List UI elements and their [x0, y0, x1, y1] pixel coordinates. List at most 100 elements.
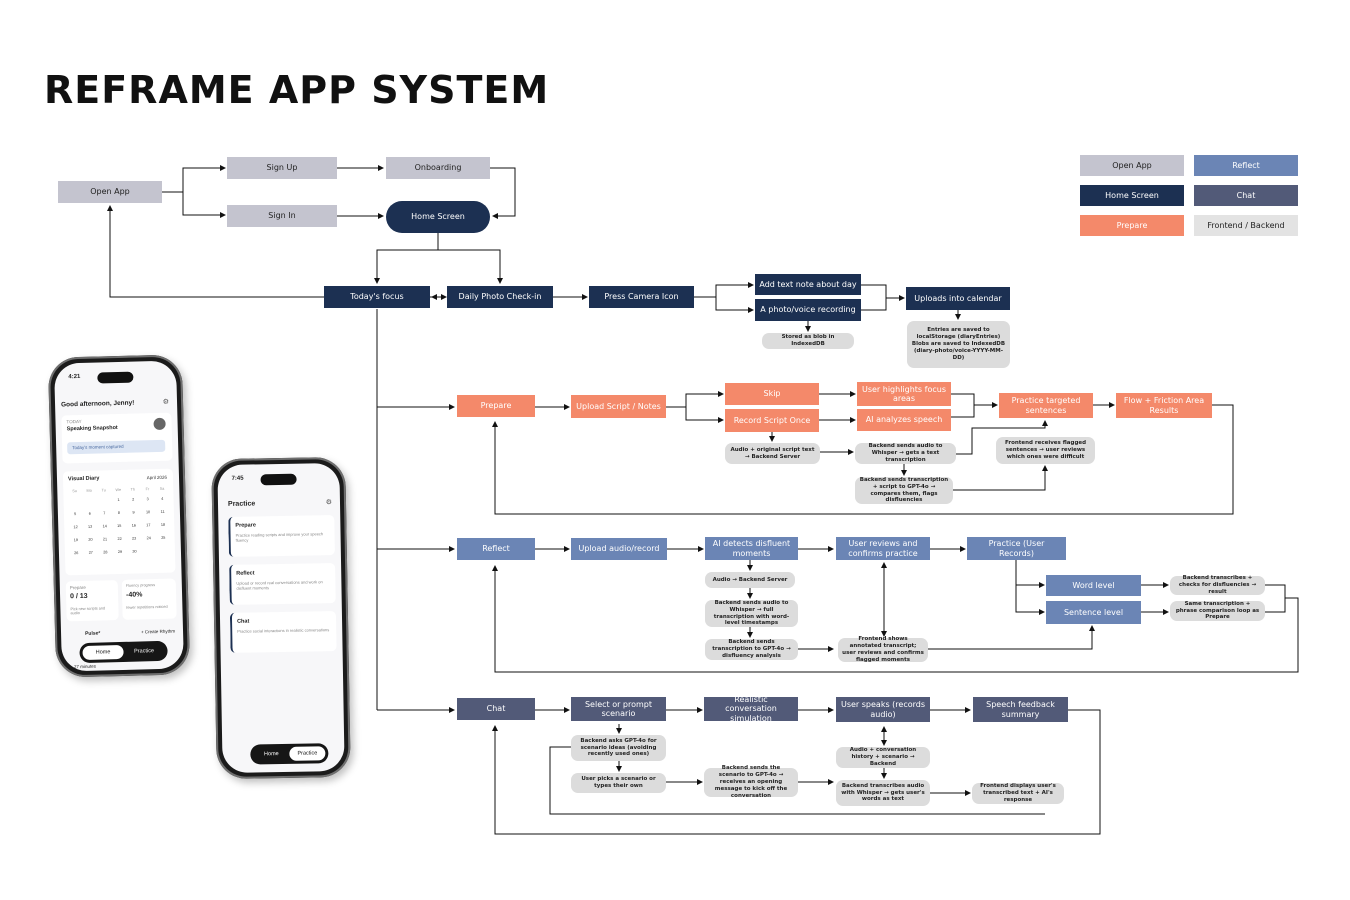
nav-practice-button[interactable]: Practice: [134, 648, 155, 655]
calendar-weekday: Fr: [145, 487, 150, 492]
nav-home-button[interactable]: Home: [82, 644, 124, 660]
node-flow-friction: Flow + Friction Area Results: [1116, 393, 1212, 418]
legend-prepare: Prepare: [1080, 215, 1184, 236]
calendar-day[interactable]: 19: [73, 538, 79, 543]
status-time: 4:21: [68, 373, 81, 381]
practice-item-sub: Upload or record real conversations and …: [236, 579, 323, 591]
node-user-reviews: User reviews and confirms practice: [836, 537, 930, 560]
minutes-label: 27 minutes: [73, 663, 97, 670]
node-reflect: Reflect: [457, 538, 535, 560]
calendar-day[interactable]: 28: [103, 550, 108, 555]
nav-home-button[interactable]: Home: [263, 751, 279, 758]
calendar-day[interactable]: 21: [102, 537, 108, 542]
calendar-day[interactable]: 12: [73, 525, 78, 530]
calendar-day[interactable]: 16: [131, 523, 136, 528]
calendar-day[interactable]: 24: [146, 536, 151, 541]
today-label: TODAY: [66, 418, 82, 425]
fluency-stat-sub: fewer repetitions noticed: [126, 604, 168, 610]
calendar-day[interactable]: 23: [131, 536, 137, 541]
phone-home-mockup: 4:21 Good afternoon, Jenny! ⚙ TODAY Spea…: [47, 354, 191, 678]
dynamic-island: [260, 473, 297, 486]
bottom-nav: Home Practice: [79, 640, 168, 664]
calendar-day[interactable]: 18: [160, 522, 166, 527]
status-time: 7:45: [231, 475, 244, 482]
speaking-snapshot-card[interactable]: TODAY Speaking Snapshot Today's moment c…: [61, 412, 173, 464]
calendar-day[interactable]: 1: [117, 497, 120, 503]
note-backend-gpt-reflect: Backend sends transcription to GPT-4o → …: [705, 639, 798, 660]
fluency-stat-card[interactable]: Fluency progress -40% fewer repetitions …: [121, 578, 177, 620]
note-same-transcription: Same transcription + phrase comparison l…: [1170, 601, 1265, 621]
note-frontend-displays: Frontend displays user's transcribed tex…: [972, 783, 1064, 804]
calendar-day[interactable]: 13: [87, 524, 93, 529]
node-record-script-once: Record Script Once: [725, 409, 819, 432]
calendar-day[interactable]: 22: [117, 536, 122, 542]
nav-practice-button[interactable]: Practice: [289, 746, 326, 761]
practice-item-prepare[interactable]: Prepare Practice reading scripts and imp…: [228, 515, 335, 557]
node-word-level: Word level: [1046, 575, 1141, 596]
fluency-stat-label: Fluency progress: [125, 583, 155, 588]
node-upload-script: Upload Script / Notes: [571, 395, 666, 418]
calendar-weekday: Tu: [101, 488, 106, 493]
practice-item-title: Chat: [237, 618, 250, 625]
gear-icon[interactable]: ⚙: [162, 398, 170, 406]
node-select-prompt: Select or prompt scenario: [571, 697, 666, 721]
legend-home-screen: Home Screen: [1080, 185, 1184, 206]
note-backend-asks: Backend asks GPT-4o for scenario ideas (…: [571, 735, 666, 761]
calendar-day[interactable]: 20: [88, 537, 93, 542]
calendar-day[interactable]: 4: [161, 496, 164, 501]
prepare-stat-label: Prepare: [69, 584, 86, 591]
calendar-weekday: Su: [72, 489, 77, 494]
note-backend-whisper-prepare: Backend sends audio to Whisper → gets a …: [855, 443, 956, 464]
calendar-day[interactable]: 11: [160, 509, 165, 514]
node-onboarding: Onboarding: [386, 157, 490, 179]
calendar-day[interactable]: 25: [161, 535, 166, 540]
note-audio-conversation: Audio + conversation history + scenario …: [836, 747, 930, 768]
phone-home-screen: 4:21 Good afternoon, Jenny! ⚙ TODAY Spea…: [53, 360, 185, 672]
calendar-day[interactable]: 5: [74, 512, 77, 517]
calendar-day[interactable]: 14: [102, 524, 107, 529]
calendar-day[interactable]: 30: [132, 549, 137, 554]
node-daily-photo-check-in: Daily Photo Check-in: [447, 286, 553, 308]
node-user-highlights: User highlights focus areas: [857, 382, 951, 406]
node-speech-feedback: Speech feedback summary: [973, 697, 1068, 722]
calendar-day[interactable]: 29: [117, 549, 123, 555]
legend-reflect: Reflect: [1194, 155, 1298, 176]
snapshot-title: Speaking Snapshot: [66, 425, 118, 433]
calendar-day[interactable]: 17: [146, 523, 151, 528]
visual-diary-title: Visual Diary: [67, 475, 100, 483]
node-sign-in: Sign In: [227, 205, 337, 227]
moment-captured-banner[interactable]: Today's moment captured: [67, 439, 166, 455]
node-open-app: Open App: [58, 181, 162, 203]
practice-item-sub: Practice social interactions in realisti…: [237, 627, 330, 634]
create-rhythm-link[interactable]: + Create Rhythm: [140, 628, 176, 635]
calendar-day[interactable]: 2: [132, 497, 135, 502]
page-title: REFRAME APP SYSTEM: [44, 68, 550, 112]
calendar-day[interactable]: 6: [88, 511, 91, 516]
calendar-day[interactable]: 26: [74, 551, 79, 556]
calendar-day[interactable]: 8: [117, 510, 121, 516]
fluency-stat-value: -40%: [125, 591, 143, 599]
node-uploads-into-calendar: Uploads into calendar: [906, 287, 1010, 310]
calendar-day[interactable]: 15: [117, 523, 122, 529]
pulse-label: Pulse*: [84, 630, 101, 637]
calendar-weekday: We: [115, 487, 122, 493]
node-ai-detects: AI detects disfluent moments: [705, 537, 798, 560]
legend-frontend-backend: Frontend / Backend: [1194, 215, 1298, 236]
gear-icon[interactable]: ⚙: [325, 499, 333, 507]
calendar-day[interactable]: 9: [132, 510, 135, 515]
calendar-day[interactable]: 10: [145, 510, 151, 515]
calendar-day[interactable]: 7: [103, 511, 106, 516]
node-sign-up: Sign Up: [227, 157, 337, 179]
practice-item-reflect[interactable]: Reflect Upload or record real conversati…: [229, 563, 336, 605]
calendar-day[interactable]: 3: [146, 497, 149, 502]
practice-item-chat[interactable]: Chat Practice social interactions in rea…: [229, 611, 337, 653]
prepare-stat-count: 0 / 13: [70, 592, 88, 601]
calendar-day[interactable]: 27: [88, 550, 93, 555]
calendar-weekday: Th: [130, 487, 136, 492]
calendar-month[interactable]: April 2026: [146, 474, 168, 481]
prepare-stat-card[interactable]: Prepare 0 / 13 Pick new scripts and audi…: [65, 580, 119, 622]
node-practice-targeted: Practice targeted sentences: [999, 393, 1093, 418]
legend-chat: Chat: [1194, 185, 1298, 206]
